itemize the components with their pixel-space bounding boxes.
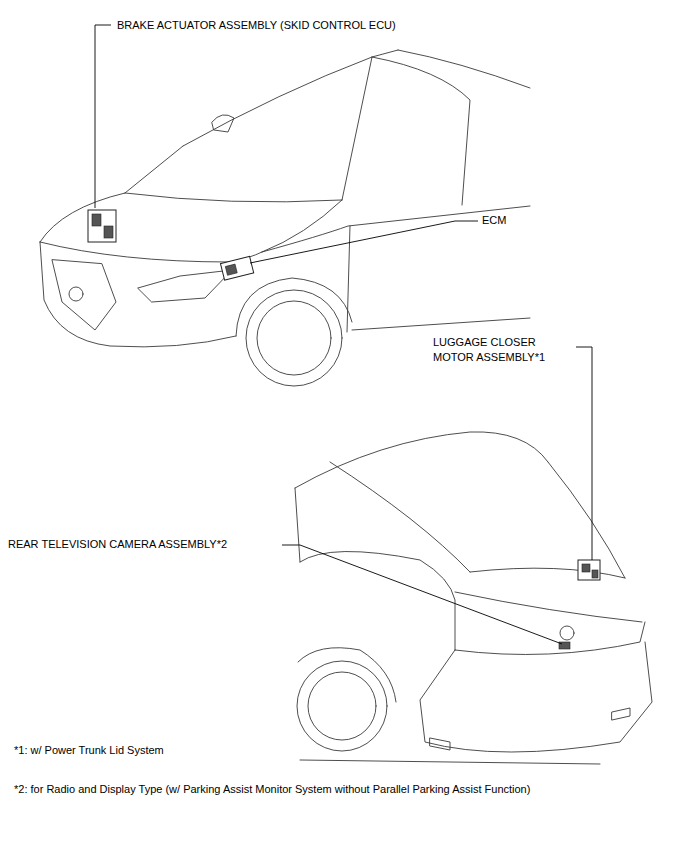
- exhaust: [430, 738, 450, 750]
- footnote: *1: w/ Power Trunk Lid System: [14, 743, 164, 758]
- roof-line: [183, 50, 398, 146]
- rear-window: [330, 462, 470, 572]
- leader-line: [250, 221, 478, 263]
- luggage-closer-motor: [578, 560, 600, 580]
- rear-car: [295, 432, 652, 764]
- actuator-body: [88, 210, 116, 242]
- leader-line: [282, 545, 562, 644]
- sill-line: [352, 318, 530, 330]
- headlight: [138, 270, 232, 302]
- footnote: *2: for Radio and Display Type (w/ Parki…: [14, 782, 530, 797]
- ecm-body: [220, 256, 253, 280]
- motor-connector: [592, 570, 598, 578]
- side-window: [372, 57, 470, 205]
- ecm-connector: [225, 264, 237, 275]
- part-label: BRAKE ACTUATOR ASSEMBLY (SKID CONTROL EC…: [117, 18, 396, 33]
- side-line: [295, 488, 300, 562]
- emblem: [560, 626, 574, 640]
- door-line: [347, 226, 350, 332]
- motor-body: [578, 560, 600, 580]
- part-label: ECM: [482, 213, 506, 228]
- hood-edge: [262, 200, 342, 252]
- wheel: [308, 672, 376, 740]
- hood-edge: [40, 193, 125, 242]
- wheel: [246, 290, 342, 386]
- trunk-edge: [470, 568, 625, 578]
- part-label: REAR TELEVISION CAMERA ASSEMBLY*2: [8, 537, 227, 552]
- wheel: [257, 301, 331, 375]
- quarter-panel: [300, 551, 455, 650]
- actuator-motor: [104, 226, 113, 238]
- leader-line: [576, 347, 592, 560]
- part-label: LUGGAGE CLOSER MOTOR ASSEMBLY*1: [433, 335, 561, 365]
- leader-line: [95, 25, 111, 208]
- brake-actuator: [88, 210, 116, 242]
- ecm-unit: [220, 256, 253, 280]
- wheel: [297, 661, 387, 751]
- exhaust: [612, 708, 630, 720]
- wheel-arch: [298, 648, 396, 702]
- grille: [52, 260, 116, 330]
- belt-line: [262, 206, 530, 252]
- cowl-line: [125, 193, 342, 202]
- roof-line: [295, 432, 548, 488]
- front-car: [40, 50, 530, 386]
- tail-light: [455, 622, 645, 655]
- fog-light: [69, 287, 83, 301]
- rear-bumper: [420, 642, 652, 752]
- hood-front: [40, 242, 262, 262]
- bumper: [40, 242, 236, 347]
- mirror: [212, 115, 234, 132]
- actuator-connector: [92, 214, 101, 226]
- underbody-line: [300, 760, 600, 764]
- a-pillar: [342, 57, 372, 200]
- motor-gear: [582, 564, 590, 572]
- a-pillar: [125, 146, 183, 193]
- wheel-arch: [236, 278, 352, 336]
- trunk-edge: [455, 592, 642, 622]
